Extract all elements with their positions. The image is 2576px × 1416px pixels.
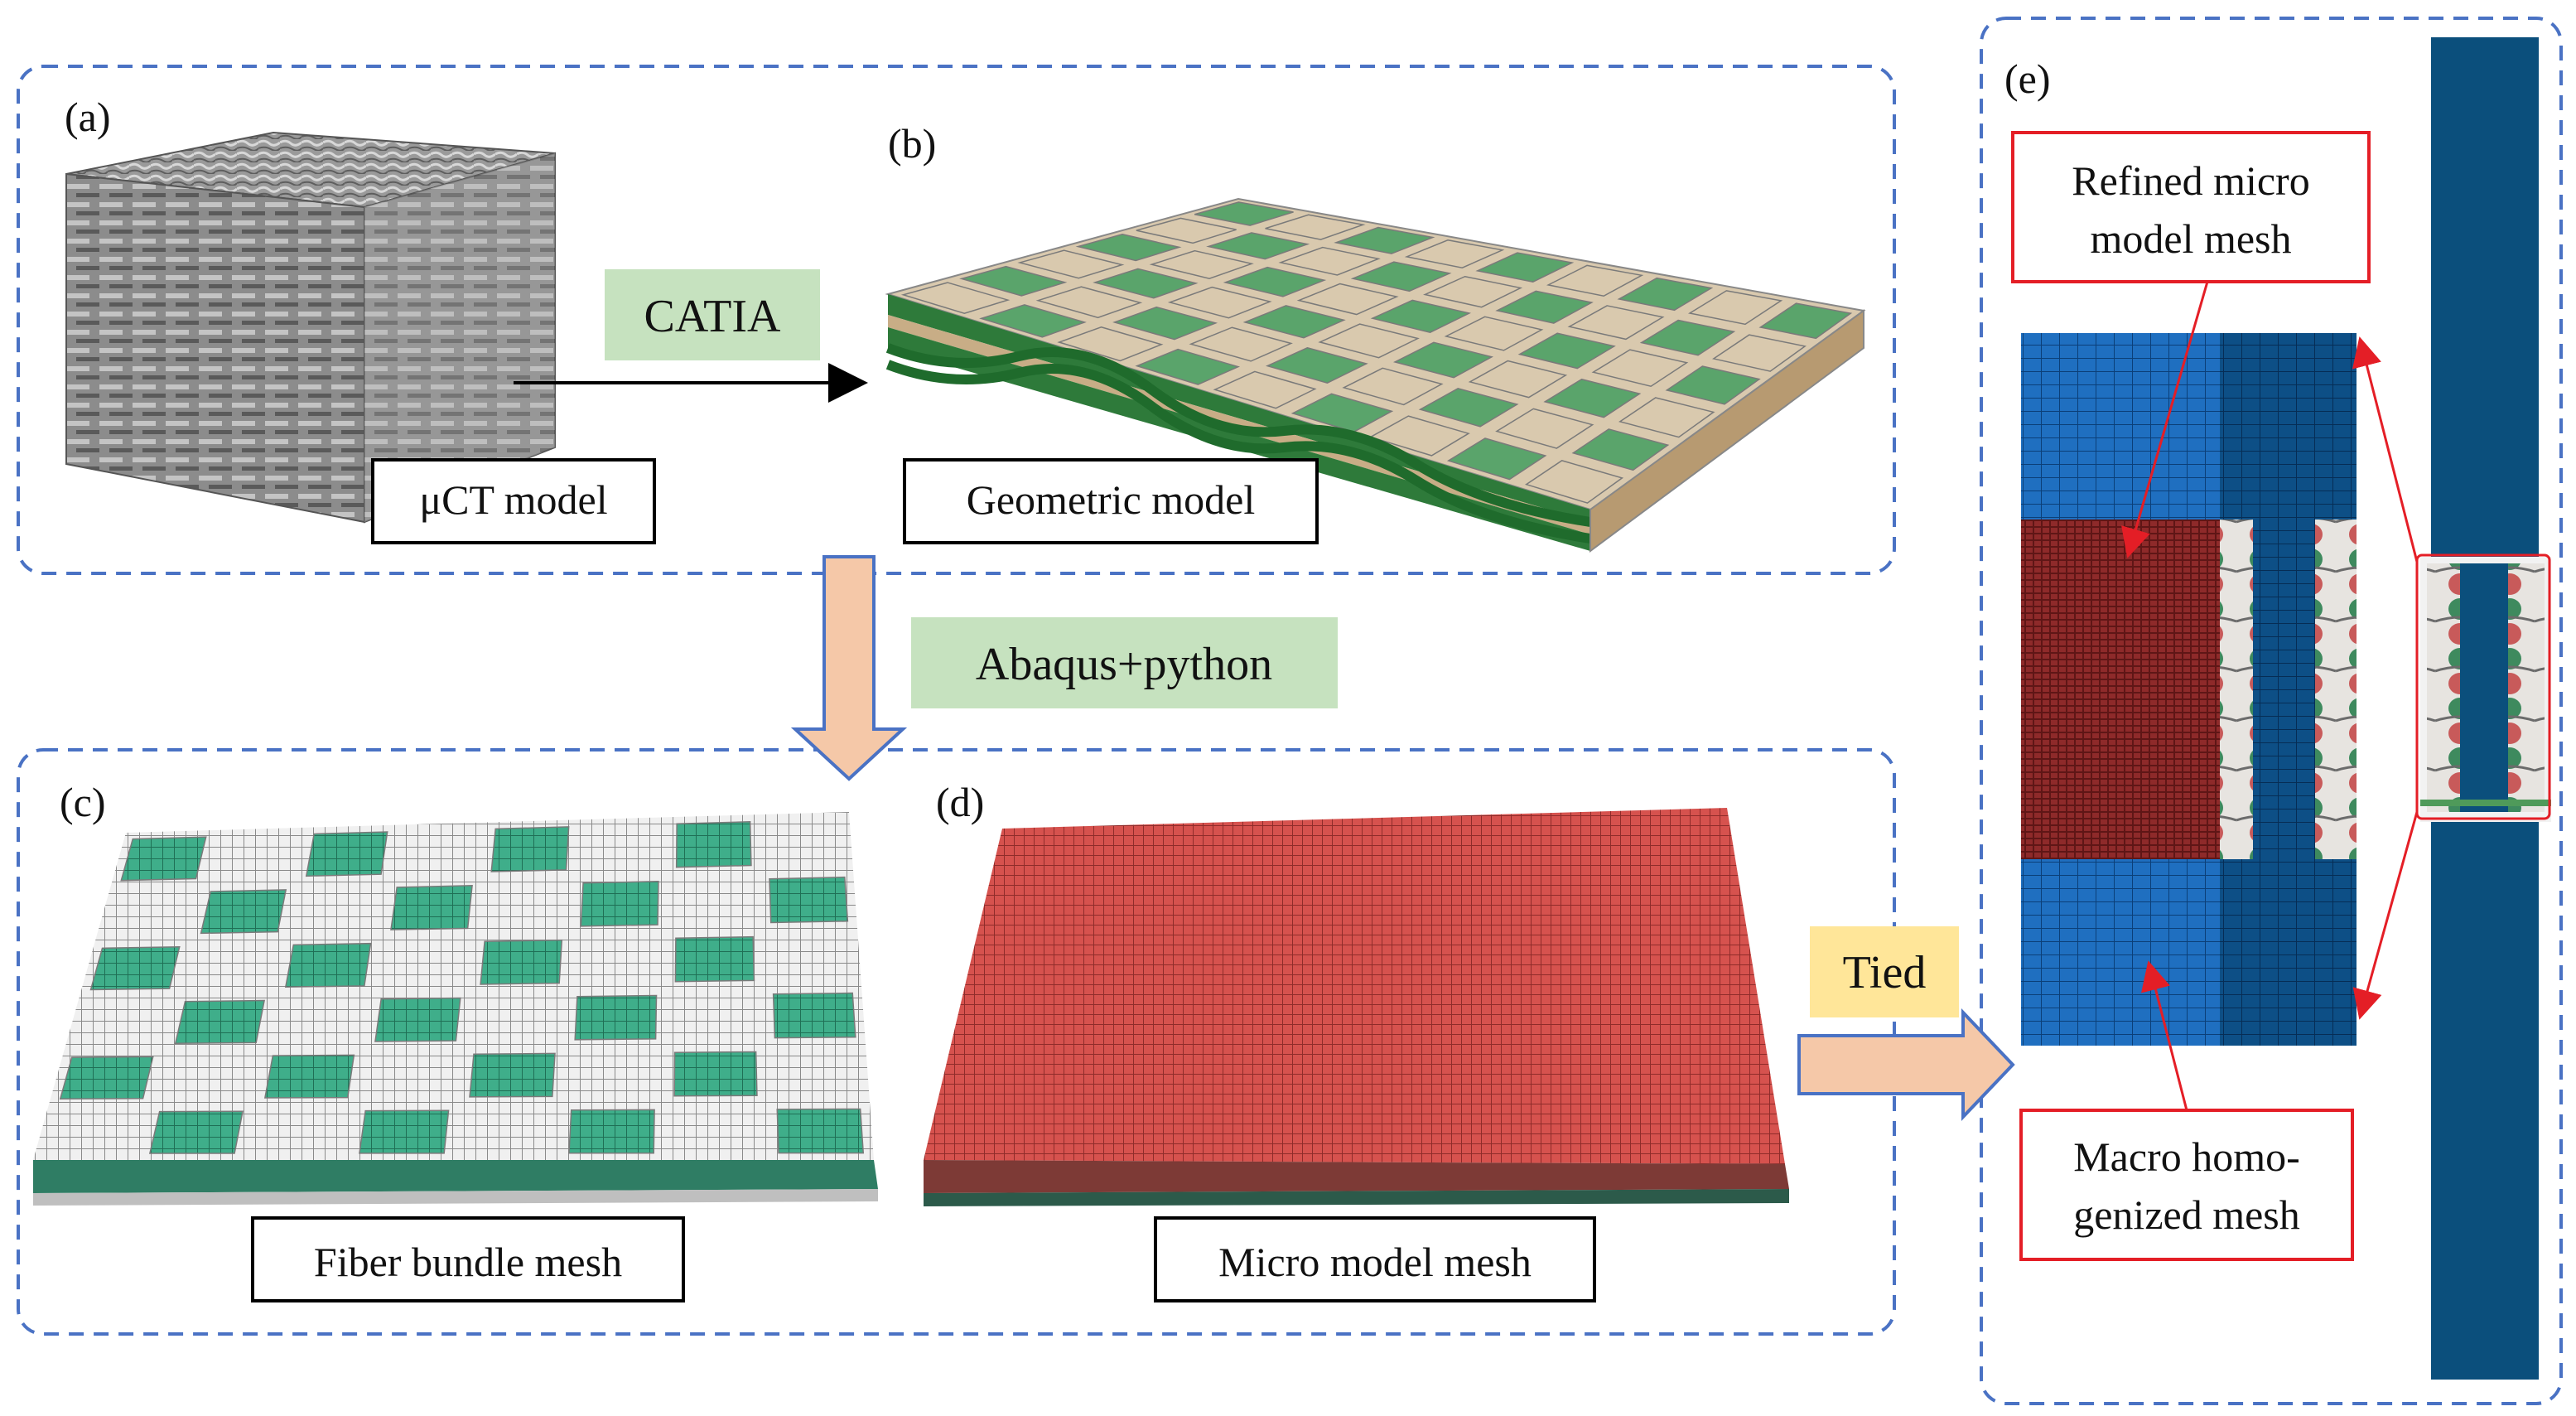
zoom-line-top xyxy=(2352,336,2419,563)
tied-label-bg xyxy=(1810,926,1959,1017)
micro-caption: Micro model mesh xyxy=(1218,1239,1532,1285)
abaqus-label-bg xyxy=(911,617,1338,708)
panel-d-letter: (d) xyxy=(936,779,984,825)
tied-label: Tied xyxy=(1843,947,1927,998)
micro-caption-box xyxy=(1154,1216,1596,1302)
abaqus-label: Abaqus+python xyxy=(976,639,1272,690)
catia-label: CATIA xyxy=(644,291,781,342)
panel-e-letter: (e) xyxy=(2004,56,2051,102)
macro-callout-line2: genized mesh xyxy=(2073,1191,2300,1238)
catia-label-bg xyxy=(605,269,820,360)
macro-callout-pointer xyxy=(2141,960,2188,1111)
geometric-caption-box xyxy=(903,458,1319,544)
refined-callout-box xyxy=(2011,131,2371,283)
panel-b-letter: (b) xyxy=(888,120,936,167)
zoom-line-bottom xyxy=(2352,811,2419,1020)
panel-c-letter: (c) xyxy=(60,779,106,825)
fiber-bundle-mesh-image xyxy=(33,812,878,1206)
micro-model-mesh-image xyxy=(924,808,1789,1206)
zoomed-mesh-image xyxy=(2021,333,2357,1046)
refined-callout-line1: Refined micro xyxy=(2072,157,2309,204)
panel-a-letter: (a) xyxy=(65,94,111,140)
uct-block-image xyxy=(65,131,556,524)
abaqus-down-arrow xyxy=(790,555,908,781)
macro-callout-line1: Macro homo- xyxy=(2073,1133,2300,1180)
geometric-model-image xyxy=(885,197,1866,553)
refined-callout-line2: model mesh xyxy=(2090,215,2291,262)
uct-caption: μCT model xyxy=(419,476,607,523)
uct-caption-box xyxy=(371,458,656,544)
fiber-caption: Fiber bundle mesh xyxy=(314,1239,622,1285)
full-specimen-strip xyxy=(2420,37,2551,1380)
fiber-caption-box xyxy=(251,1216,685,1302)
geometric-caption: Geometric model xyxy=(967,476,1256,523)
top-group-border xyxy=(17,65,1896,575)
tied-right-arrow xyxy=(1797,1008,2015,1121)
zoom-region-box xyxy=(2415,553,2551,820)
refined-callout-pointer xyxy=(2121,281,2209,558)
